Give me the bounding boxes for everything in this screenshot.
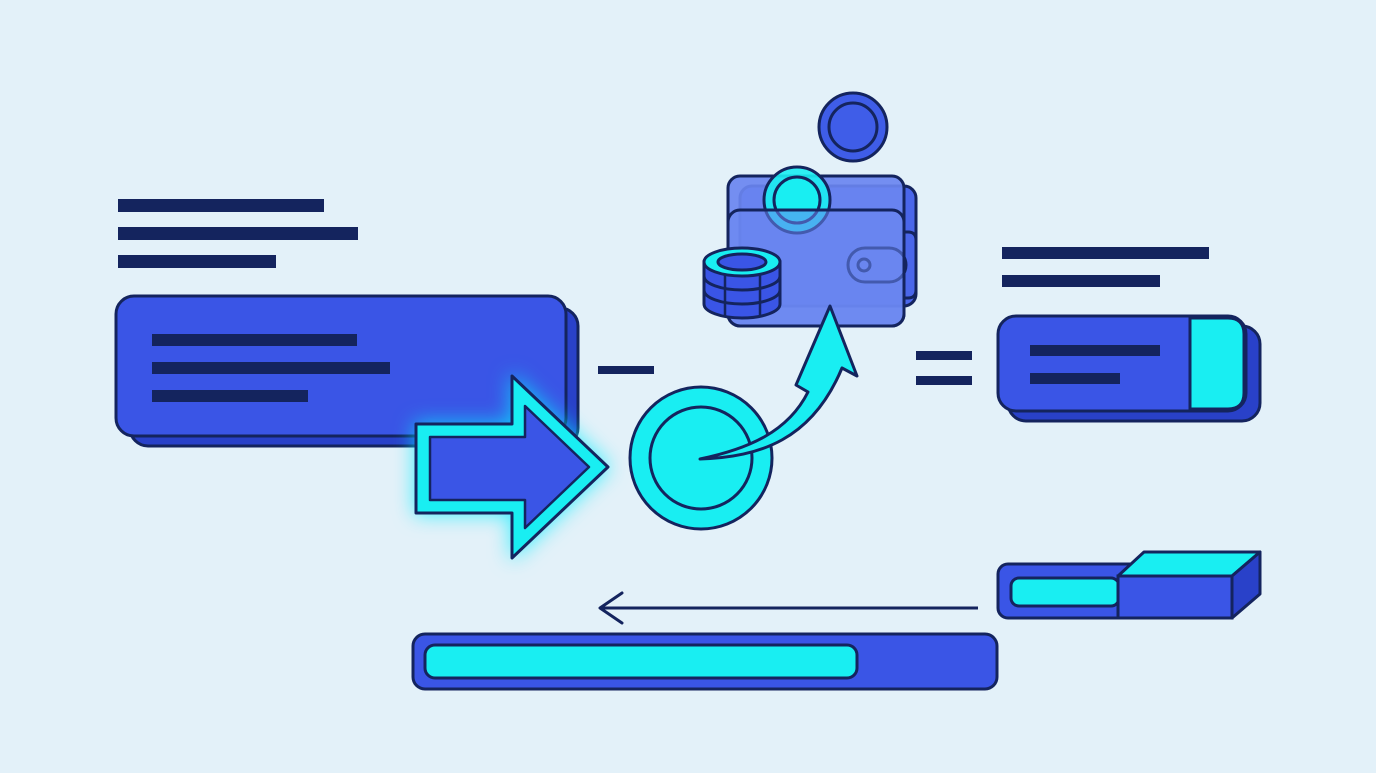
result-card-face [996, 314, 1248, 413]
progress-fill [423, 643, 859, 680]
text-line [152, 334, 357, 346]
source-heading-lines [118, 199, 358, 268]
text-line [1030, 345, 1160, 356]
result-card-accent [1188, 316, 1246, 411]
right-arrow-icon [414, 374, 610, 560]
coin-icon [817, 91, 889, 163]
text-line [118, 199, 324, 212]
text-line [152, 362, 390, 374]
source-card [114, 294, 580, 448]
text-line [152, 390, 308, 402]
curved-up-arrow-icon [698, 304, 859, 461]
minus-icon [598, 366, 654, 374]
result-heading-lines [1002, 247, 1209, 287]
result-card [996, 314, 1262, 423]
battery-fill [1009, 576, 1121, 608]
left-arrow-icon [598, 591, 978, 625]
text-line [1002, 275, 1160, 287]
text-line [1030, 373, 1120, 384]
battery-cap-front [1116, 574, 1234, 620]
text-line [118, 255, 276, 268]
progress-bar-icon [411, 632, 999, 691]
text-line [118, 227, 358, 240]
equals-icon [916, 351, 972, 385]
text-line [1002, 247, 1209, 259]
coin-stack-icon [702, 246, 782, 320]
wallet-flap [904, 230, 918, 300]
battery-icon [996, 550, 1262, 620]
